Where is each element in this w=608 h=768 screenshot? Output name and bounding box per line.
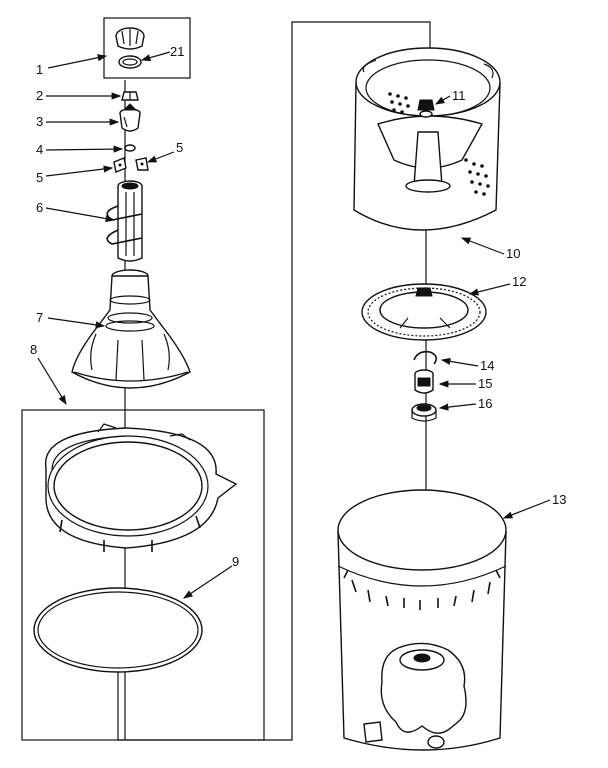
label-part-21: 21 (170, 44, 184, 59)
label-part-16: 16 (478, 396, 492, 411)
agitator-base-part (71, 269, 191, 389)
label-part-5-right: 5 (176, 140, 183, 155)
tub-rim-tabs (343, 569, 501, 610)
label-part-13: 13 (552, 492, 566, 507)
label-part-7: 7 (36, 310, 43, 325)
agitator-dog-left-part (113, 157, 127, 173)
label-part-14: 14 (480, 358, 494, 373)
label-part-1: 1 (36, 62, 43, 77)
part-number-labels: 1 21 2 3 4 5 5 6 7 8 9 10 11 12 14 15 16… (30, 44, 566, 569)
basket-nut-part (417, 99, 435, 118)
label-part-9: 9 (232, 554, 239, 569)
agitator-cap-part (115, 27, 145, 50)
small-nut-part (121, 91, 139, 101)
agitator-dog-right-part (135, 157, 149, 171)
seal-ring-part (118, 55, 142, 69)
label-part-3: 3 (36, 114, 43, 129)
spin-basket-part (353, 47, 501, 231)
cam-part (119, 103, 141, 132)
auger-part (106, 180, 143, 262)
drive-hub-part (361, 283, 487, 341)
label-part-11: 11 (452, 88, 466, 103)
label-part-5-left: 5 (36, 170, 43, 185)
hub-seal-part (411, 403, 437, 422)
tub-ring-part (44, 423, 238, 552)
label-part-2: 2 (36, 88, 43, 103)
cap-kit-box (103, 17, 191, 79)
label-part-12: 12 (512, 274, 526, 289)
gasket-part (33, 587, 203, 673)
washer-part (124, 144, 136, 152)
retaining-ring-part (413, 350, 438, 365)
label-part-10: 10 (506, 246, 520, 261)
callout-lines (37, 51, 551, 599)
basket-perforations (388, 92, 490, 196)
coupling-part (414, 369, 434, 394)
label-part-15: 15 (478, 376, 492, 391)
label-part-8: 8 (30, 342, 37, 357)
label-part-6: 6 (36, 200, 43, 215)
label-part-4: 4 (36, 142, 43, 157)
connector-line (117, 21, 431, 741)
outer-tub-part (337, 489, 507, 751)
